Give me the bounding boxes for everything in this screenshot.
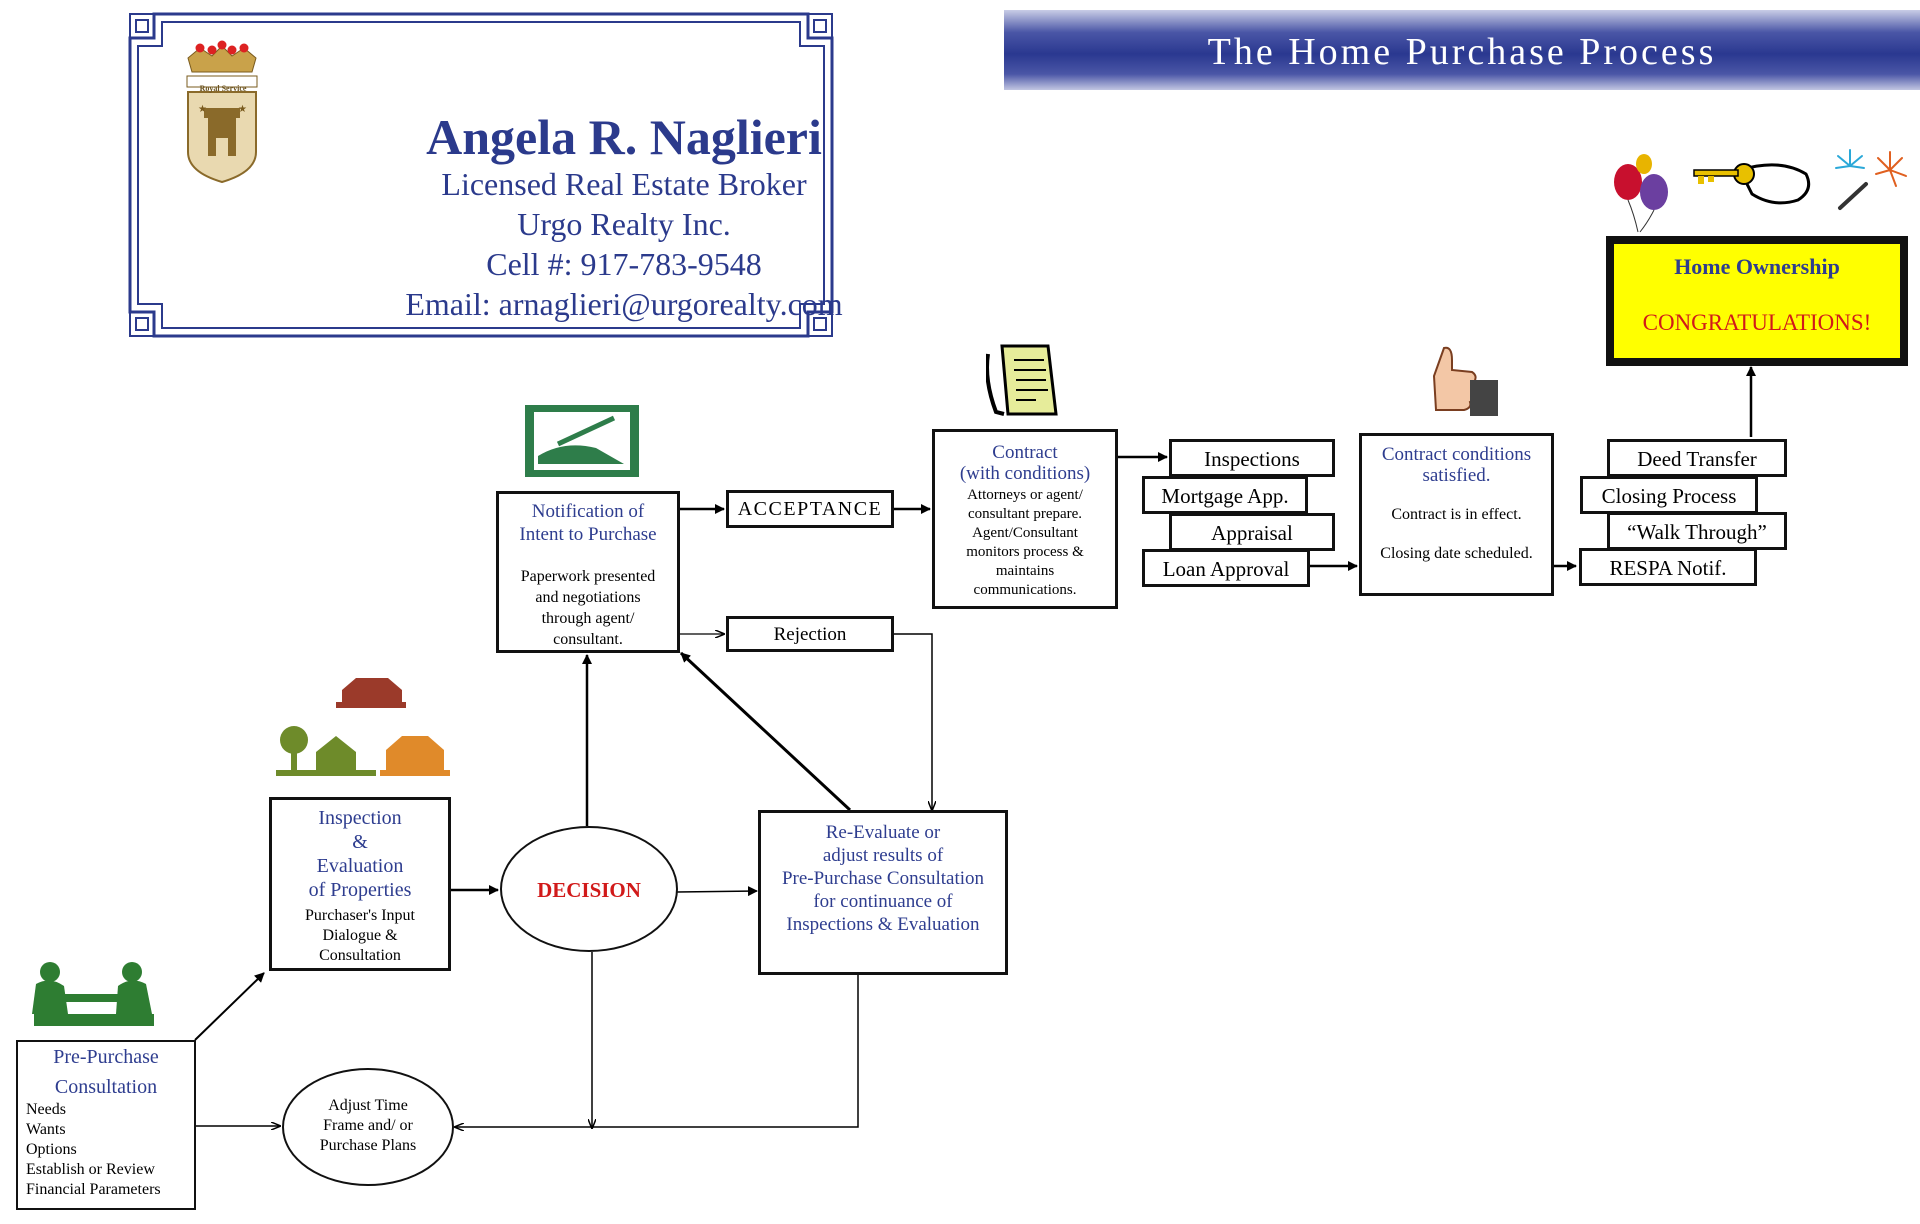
crest-caption: Royal Service: [199, 84, 247, 93]
inspection-title-line: &: [352, 831, 368, 853]
conditions-body-2: Closing date scheduled.: [1380, 545, 1533, 562]
adjust-line: Purchase Plans: [319, 1137, 417, 1154]
inspection-title-line: of Properties: [308, 879, 412, 901]
notification-body-line: through agent/: [541, 610, 635, 627]
reevaluate-line: Pre-Purchase Consultation: [781, 868, 985, 889]
conditions-title-line: satisfied.: [1422, 465, 1491, 486]
inspection-body-line: Dialogue &: [322, 927, 398, 944]
crest-icon: ★★: [186, 40, 258, 184]
title-banner: The Home Purchase Process: [1004, 10, 1920, 90]
notification-box: Notification of Intent to Purchase Paper…: [496, 491, 680, 653]
congratulations-text: CONGRATULATIONS!: [1642, 310, 1872, 335]
reevaluate-box: Re-Evaluate or adjust results of Pre-Pur…: [758, 810, 1008, 975]
agent-email: Email: arnaglieri@urgorealty.com: [405, 286, 843, 322]
respa-notif-box: RESPA Notif.: [1579, 548, 1757, 586]
deed-transfer-box: Deed Transfer: [1607, 439, 1787, 477]
agent-name: Angela R. Naglieri: [426, 109, 822, 165]
pre-purchase-title-1: Pre-Purchase: [53, 1046, 159, 1068]
contract-body-line: communications.: [973, 582, 1077, 598]
pre-purchase-item: Financial Parameters: [26, 1181, 161, 1198]
agent-title: Licensed Real Estate Broker: [441, 166, 807, 202]
thumbs-up-icon: [1432, 346, 1498, 416]
pre-purchase-item: Wants: [26, 1121, 66, 1138]
notification-body-line: Paperwork presented: [520, 568, 656, 585]
closing-process-label: Closing Process: [1601, 484, 1737, 508]
walk-through-label: “Walk Through”: [1627, 520, 1767, 544]
svg-text:★: ★: [198, 104, 207, 115]
inspection-title-line: Inspection: [318, 807, 402, 829]
contract-title-line: Contract: [992, 442, 1058, 463]
home-ownership-box: Home Ownership CONGRATULATIONS!: [1606, 236, 1908, 366]
contract-body-line: monitors process &: [966, 544, 1084, 560]
pre-purchase-item: Establish or Review: [26, 1161, 155, 1178]
rejection-label: Rejection: [773, 624, 847, 645]
decision-label: DECISION: [537, 878, 641, 902]
closing-process-box: Closing Process: [1580, 476, 1758, 514]
rejection-box: Rejection: [726, 616, 894, 652]
notification-body-line: consultant.: [553, 631, 623, 648]
conditions-body-1: Contract is in effect.: [1391, 506, 1522, 523]
agent-phone: Cell #: 917-783-9548: [486, 246, 762, 282]
contract-body-line: maintains: [995, 563, 1055, 579]
arrow-pre-to-inspection: [194, 972, 265, 1041]
adjust-plans-node: Adjust Time Frame and/ or Purchase Plans: [282, 1068, 454, 1186]
adjust-line: Adjust Time: [328, 1097, 408, 1114]
inspection-title-line: Evaluation: [316, 855, 404, 877]
notification-body-line: and negotiations: [535, 589, 641, 606]
mortgage-app-label: Mortgage App.: [1161, 484, 1289, 508]
agent-company: Urgo Realty Inc.: [517, 206, 731, 242]
arrow-rejection-to-reevaluate: [892, 633, 932, 810]
signing-clipart-icon: [525, 405, 639, 477]
arrow-reevaluate-to-notification: [679, 651, 852, 812]
notification-title-line: Notification of: [531, 501, 645, 522]
contract-body-line: Agent/Consultant: [972, 525, 1078, 541]
conditions-satisfied-box: Contract conditions satisfied. Contract …: [1359, 433, 1554, 596]
conditions-title-line: Contract conditions: [1381, 444, 1532, 465]
inspection-body-line: Purchaser's Input: [305, 907, 415, 924]
page-title: The Home Purchase Process: [1207, 31, 1717, 73]
deed-transfer-label: Deed Transfer: [1637, 447, 1757, 471]
document-clipart-icon: [986, 344, 1058, 416]
pre-purchase-item: Needs: [26, 1101, 66, 1118]
acceptance-label: ACCEPTANCE: [737, 498, 883, 520]
contract-body-line: Attorneys or agent/: [967, 487, 1083, 503]
inspection-body-line: Consultation: [319, 947, 401, 964]
pre-purchase-item: Options: [26, 1141, 77, 1158]
appraisal-label: Appraisal: [1211, 521, 1293, 545]
inspection-evaluation-box: Inspection & Evaluation of Properties Pu…: [269, 797, 451, 971]
loan-approval-box: Loan Approval: [1142, 549, 1310, 587]
card-border: [128, 12, 834, 338]
business-card: ★★ Royal Service Angela R. Naglieri Lice…: [124, 8, 843, 342]
notification-title-line: Intent to Purchase: [519, 524, 657, 545]
houses-clipart-icon: [276, 678, 450, 776]
adjust-line: Frame and/ or: [323, 1117, 413, 1134]
contract-body-line: consultant prepare.: [967, 506, 1083, 522]
contract-title-line: (with conditions): [959, 463, 1091, 484]
mortgage-app-box: Mortgage App.: [1142, 476, 1308, 514]
decision-node: DECISION: [500, 826, 678, 952]
reevaluate-line: Re-Evaluate or: [825, 822, 941, 843]
respa-notif-label: RESPA Notif.: [1609, 556, 1727, 580]
arrow-decision-to-reevaluate: [676, 886, 758, 897]
loan-approval-label: Loan Approval: [1162, 557, 1290, 581]
balloons-icon: [1614, 154, 1668, 233]
reevaluate-line: adjust results of: [822, 845, 944, 866]
arrow-reevaluate-to-adjust: [455, 974, 859, 1127]
key-hand-icon: [1693, 163, 1811, 205]
inspections-box: Inspections: [1169, 439, 1335, 477]
acceptance-box: ACCEPTANCE: [726, 490, 894, 528]
appraisal-box: Appraisal: [1169, 513, 1335, 551]
inspections-label: Inspections: [1204, 447, 1300, 471]
reevaluate-line: Inspections & Evaluation: [786, 914, 980, 935]
pre-purchase-consultation-box: Pre-Purchase Consultation Needs Wants Op…: [16, 1040, 196, 1210]
reevaluate-line: for continuance of: [813, 891, 953, 912]
pre-purchase-title-2: Consultation: [54, 1076, 158, 1098]
walk-through-box: “Walk Through”: [1607, 512, 1787, 550]
svg-text:★: ★: [238, 104, 247, 115]
meeting-clipart-icon: [32, 962, 154, 1026]
home-ownership-title: Home Ownership: [1674, 254, 1840, 279]
contract-box: Contract (with conditions) Attorneys or …: [932, 429, 1118, 609]
fireworks-icon: [1835, 149, 1907, 210]
